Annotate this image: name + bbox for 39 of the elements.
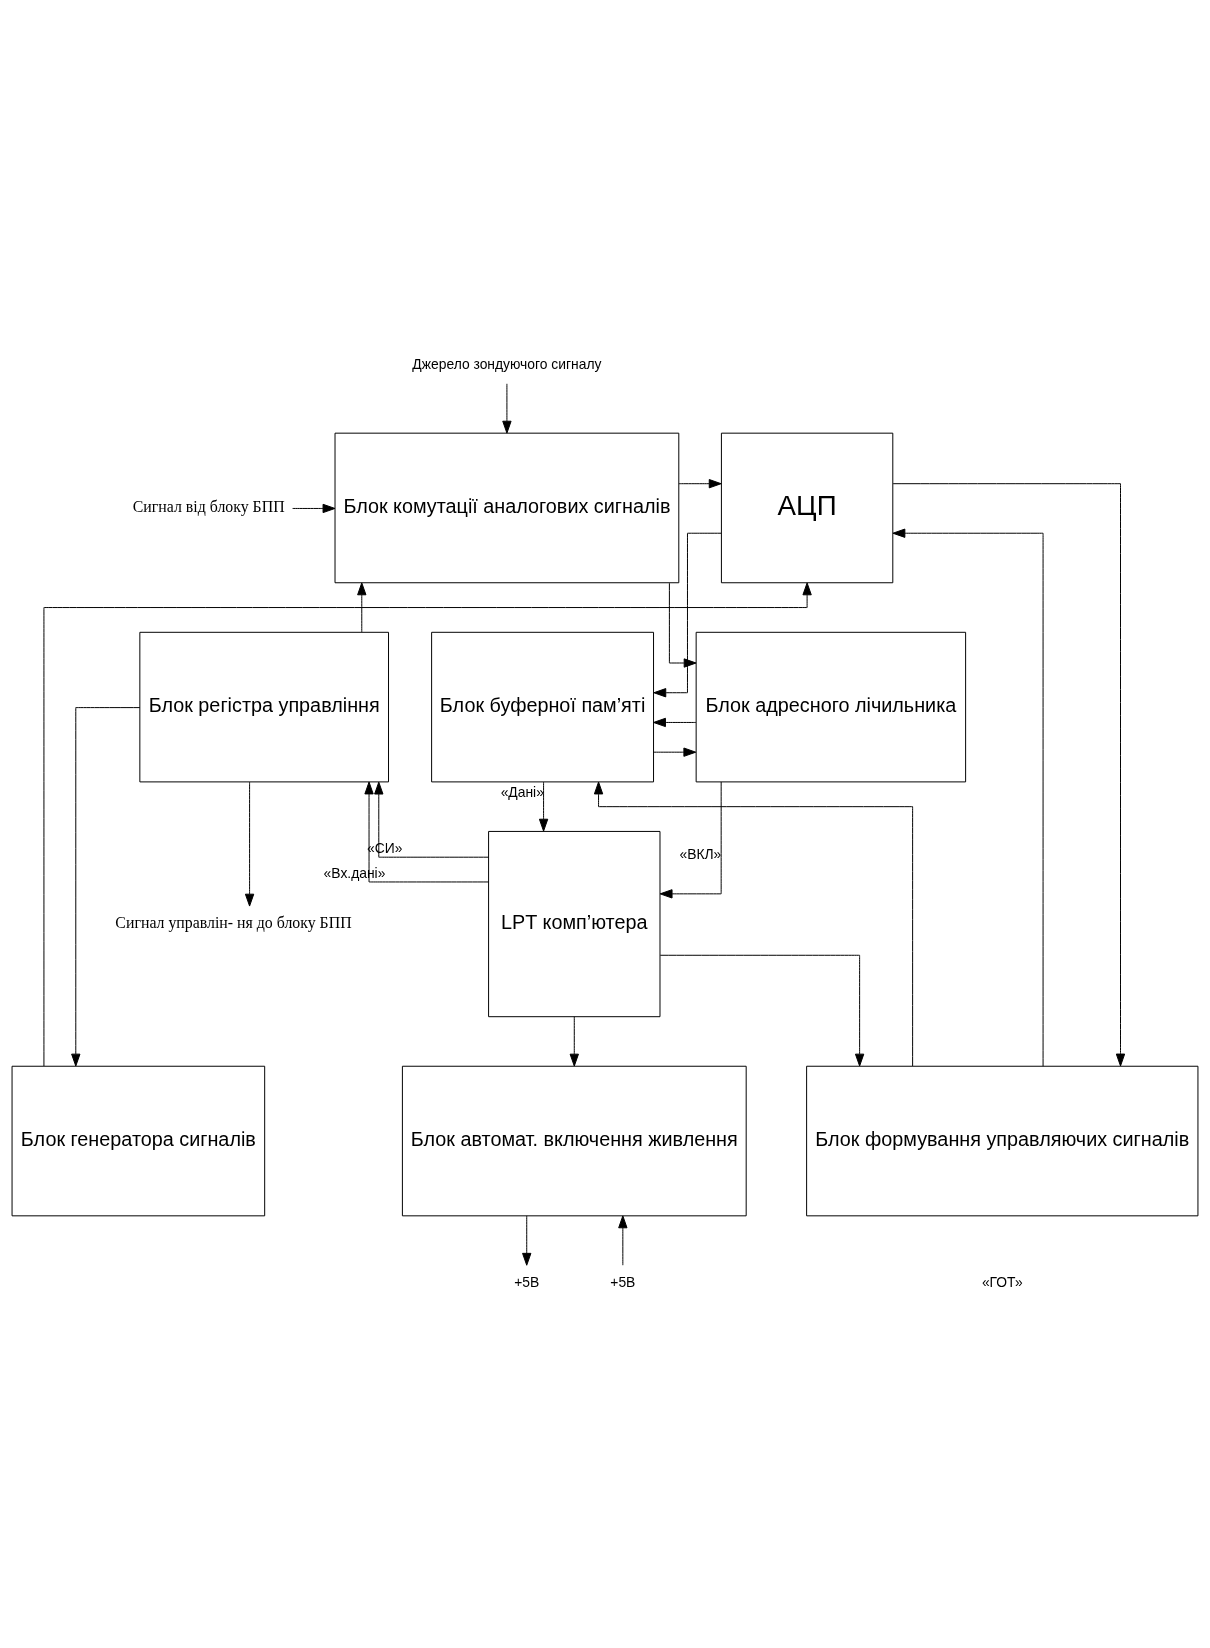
node-box: Блок буферної пам’яті [431, 631, 655, 782]
arrow [659, 954, 865, 1066]
arrow [502, 382, 512, 434]
node-box: АЦП [720, 432, 894, 583]
arrow [374, 781, 490, 858]
arrow [659, 781, 722, 898]
arrow [244, 781, 255, 907]
arrow [892, 528, 1044, 1067]
node-box: Блок автомат. включення живлення [401, 1065, 747, 1216]
arrow [618, 1214, 628, 1266]
arrow [538, 781, 549, 832]
edge-label: «Вх.дані» [323, 864, 386, 881]
arrow [43, 581, 812, 1066]
node-text: Сигнал від блоку БПП [132, 497, 285, 515]
label: «ГОТ» [981, 1273, 1023, 1290]
arrow [653, 747, 697, 757]
arrow [892, 482, 1126, 1066]
node-box: LPT комп’ютера [488, 830, 661, 1017]
arrow [678, 478, 722, 488]
node-text: Сигнал управлін- ня до блоку БПП [115, 913, 352, 931]
node-text: +5В [514, 1273, 540, 1290]
arrow [522, 1214, 532, 1266]
arrow [71, 706, 141, 1067]
node-box: Блок регістра управління [139, 631, 390, 782]
node-box: Блок генератора сигналів [11, 1065, 266, 1216]
arrow [653, 717, 697, 727]
arrow [593, 781, 914, 1066]
arrow [653, 532, 722, 697]
arrow [292, 503, 336, 513]
edge-label: «ВКЛ» [679, 845, 722, 862]
node-box: Блок формування управляючих сигналів [806, 1065, 1199, 1216]
arrow [569, 1015, 579, 1067]
arrow [364, 781, 489, 882]
node-text: +5В [610, 1273, 636, 1290]
node-box: Блок комутації аналогових сигналів [334, 432, 680, 583]
node-box: Блок адресного лічильника [695, 631, 967, 782]
node-text: Джерело зондуючого сигналу [412, 355, 602, 372]
arrow [357, 581, 367, 633]
arrow [668, 582, 697, 668]
